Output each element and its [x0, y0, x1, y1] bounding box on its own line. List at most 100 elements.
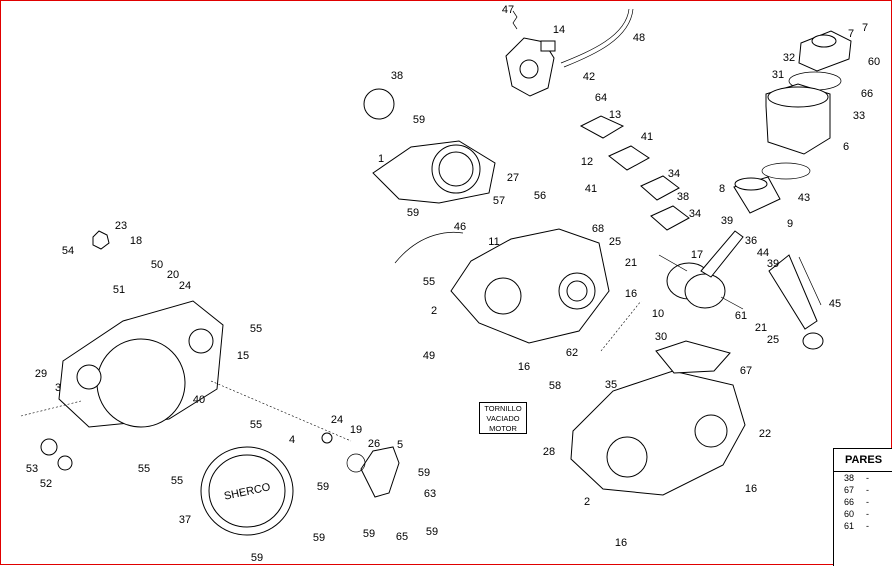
callout-24: 24 [179, 280, 191, 292]
seal-52 [57, 455, 73, 471]
callout-64: 64 [595, 92, 607, 104]
callout-28: 28 [543, 446, 555, 458]
callout-47: 47 [502, 4, 514, 16]
base-gasket [655, 340, 731, 374]
callout-59: 59 [313, 532, 325, 544]
connecting-rod [768, 254, 824, 350]
callout-59: 59 [407, 207, 419, 219]
callout-52: 52 [40, 478, 52, 490]
torque-part-number: 61 [844, 521, 855, 531]
callout-55: 55 [250, 419, 262, 431]
torque-row: 60 - [834, 508, 892, 520]
callout-12: 12 [581, 156, 593, 168]
callout-41: 41 [585, 183, 597, 195]
callout-33: 33 [853, 110, 865, 122]
callout-35: 35 [605, 379, 617, 391]
callout-16: 16 [518, 361, 530, 373]
callout-59: 59 [413, 114, 425, 126]
callout-26: 26 [368, 438, 380, 450]
callout-55: 55 [423, 276, 435, 288]
torque-value: - [866, 521, 870, 531]
flywheel [363, 88, 395, 120]
torque-value: - [866, 473, 870, 483]
leader-45 [798, 256, 822, 306]
callout-48: 48 [633, 32, 645, 44]
callout-45: 45 [829, 298, 841, 310]
callout-34: 34 [689, 208, 701, 220]
callout-67: 67 [740, 365, 752, 377]
callout-31: 31 [772, 69, 784, 81]
torque-part-number: 38 [844, 473, 855, 483]
callout-21: 21 [755, 322, 767, 334]
callout-63: 63 [424, 488, 436, 500]
callout-32: 32 [783, 52, 795, 64]
dashed-guide [600, 300, 642, 352]
callout-55: 55 [171, 475, 183, 487]
outer-clutch-cover: SHERCO [200, 446, 294, 536]
callout-49: 49 [423, 350, 435, 362]
torque-row: 38 - [834, 472, 892, 484]
piston-ring [761, 162, 811, 180]
callout-51: 51 [113, 284, 125, 296]
torque-table-rows: 38 - 67 - 66 - 60 - 61 - [834, 472, 892, 532]
callout-8: 8 [719, 183, 725, 195]
callout-16: 16 [745, 483, 757, 495]
callout-29: 29 [35, 368, 47, 380]
callout-55: 55 [250, 323, 262, 335]
drain-screw-note: TORNILLO VACIADO MOTOR [479, 402, 527, 434]
callout-18: 18 [130, 235, 142, 247]
torque-value: - [866, 485, 870, 495]
callout-3: 3 [55, 382, 61, 394]
torque-part-number: 67 [844, 485, 855, 495]
callout-2: 2 [584, 496, 590, 508]
torque-value: - [866, 509, 870, 519]
torque-row: 67 - [834, 484, 892, 496]
crankcase-left [570, 370, 746, 496]
callout-34: 34 [668, 168, 680, 180]
torque-table: PARES 38-67-66-60-61- [833, 448, 892, 566]
clutch-cover [58, 300, 224, 428]
crankshaft [658, 230, 744, 310]
callout-66: 66 [861, 88, 873, 100]
callout-14: 14 [553, 24, 565, 36]
torque-value: - [866, 497, 870, 507]
callout-68: 68 [592, 223, 604, 235]
reed-valve [579, 115, 690, 231]
callout-53: 53 [26, 463, 38, 475]
callout-38: 38 [391, 70, 403, 82]
callout-46: 46 [454, 221, 466, 233]
callout-24: 24 [331, 414, 343, 426]
callout-23: 23 [115, 220, 127, 232]
torque-row: 61 - [834, 520, 892, 532]
callout-20: 20 [167, 269, 179, 281]
callout-7: 7 [862, 22, 868, 34]
ignition-cover [372, 140, 496, 204]
callout-60: 60 [868, 56, 880, 68]
callout-5: 5 [397, 439, 403, 451]
spring-part [512, 10, 518, 30]
callout-55: 55 [138, 463, 150, 475]
callout-39: 39 [767, 258, 779, 270]
kickstart-gear [92, 230, 110, 250]
carburetor [505, 37, 556, 97]
callout-38: 38 [677, 191, 689, 203]
callout-7: 7 [848, 28, 854, 40]
callout-16: 16 [625, 288, 637, 300]
callout-6: 6 [843, 141, 849, 153]
torque-row: 66 - [834, 496, 892, 508]
callout-39: 39 [721, 215, 733, 227]
callout-11: 11 [488, 236, 499, 248]
torque-part-number: 60 [844, 509, 855, 519]
callout-25: 25 [767, 334, 779, 346]
dashed-guide [210, 380, 352, 442]
callout-13: 13 [609, 109, 621, 121]
water-pump [321, 432, 400, 498]
callout-40: 40 [193, 394, 205, 406]
callout-22: 22 [759, 428, 771, 440]
callout-37: 37 [179, 514, 191, 526]
callout-61: 61 [735, 310, 747, 322]
torque-part-number: 66 [844, 497, 855, 507]
callout-1: 1 [378, 153, 384, 165]
callout-59: 59 [426, 526, 438, 538]
